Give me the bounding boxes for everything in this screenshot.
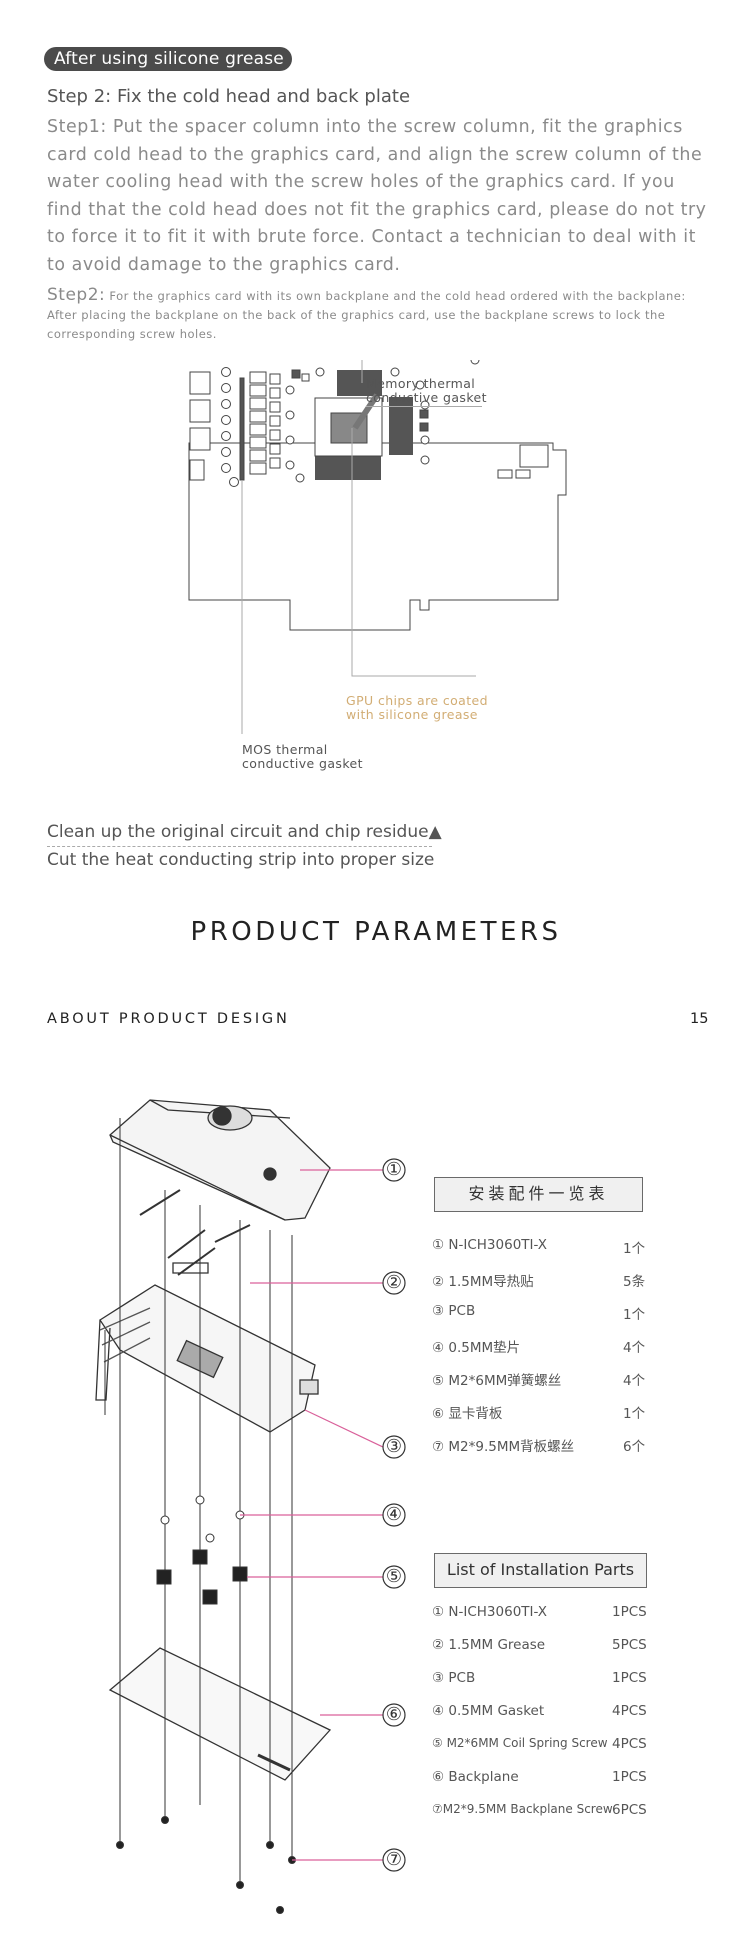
part-quantity: 1个	[623, 1307, 646, 1323]
clean-note: Clean up the original circuit and chip r…	[47, 822, 442, 842]
part-name: ⑤ M2*6MM弹簧螺丝	[432, 1373, 562, 1389]
part-quantity: 4个	[623, 1373, 646, 1389]
memory-gasket-label: Memory thermal conductive gasket	[366, 376, 487, 405]
memory-pad-bottom	[315, 456, 381, 480]
page-number: 15	[690, 1011, 709, 1027]
memory-label-underline	[366, 406, 482, 407]
part-name: ⑥ 显卡背板	[432, 1406, 503, 1422]
part-quantity: 1PCS	[612, 1604, 647, 1620]
cut-note: Cut the heat conducting strip into prope…	[47, 850, 435, 870]
part-quantity: 1PCS	[612, 1670, 647, 1686]
dashed-divider	[47, 846, 432, 847]
part-quantity: 6个	[623, 1439, 646, 1455]
step1-paragraph: Step1: Put the spacer column into the sc…	[47, 117, 707, 275]
part-name: ② 1.5MM导热贴	[432, 1274, 534, 1290]
callout-6-marker	[382, 1703, 406, 1727]
callout-1: ①	[385, 1159, 403, 1180]
part-name: ③ PCB	[432, 1303, 476, 1319]
part-quantity: 5条	[623, 1274, 646, 1290]
backplane	[108, 1647, 332, 1781]
step2-text: For the graphics card with its own backp…	[47, 289, 686, 341]
part-name: ⑦M2*9.5MM Backplane Screw	[432, 1802, 613, 1816]
callout-4-marker	[382, 1503, 406, 1527]
section-title: PRODUCT PARAMETERS	[190, 917, 562, 947]
part-name: ③ PCB	[432, 1670, 476, 1686]
part-quantity: 5PCS	[612, 1637, 647, 1653]
part-quantity: 1个	[623, 1406, 646, 1422]
callout-5-marker	[382, 1565, 406, 1589]
part-quantity: 4个	[623, 1340, 646, 1356]
parts-list-en-title: List of Installation Parts	[434, 1553, 647, 1588]
part-name: ① N-ICH3060TI-X	[432, 1604, 547, 1620]
part-name: ⑦ M2*9.5MM背板螺丝	[432, 1439, 575, 1455]
step2-paragraph: Step2: For the graphics card with its ow…	[47, 286, 712, 344]
callout-4: ④	[385, 1504, 403, 1525]
part-quantity: 4PCS	[612, 1703, 647, 1719]
callout-3-marker	[382, 1435, 406, 1459]
mos-gasket-label: MOS thermal conductive gasket	[242, 742, 363, 771]
section-pill: After using silicone grease	[44, 47, 292, 71]
parts-list-cn-title: 安装配件一览表	[434, 1177, 643, 1212]
grease-tube	[352, 393, 380, 430]
step2-title: Step 2: Fix the cold head and back plate	[47, 86, 411, 107]
part-name: ① N-ICH3060TI-X	[432, 1237, 547, 1253]
callout-2: ②	[385, 1272, 403, 1293]
callout-2-marker	[382, 1271, 406, 1295]
callout-6: ⑥	[385, 1704, 403, 1725]
callout-3: ③	[385, 1436, 403, 1457]
memory-leader	[361, 360, 363, 383]
callout-7: ⑦	[385, 1849, 403, 1870]
gpu-grease-label: GPU chips are coated with silicone greas…	[346, 693, 488, 722]
part-name: ② 1.5MM Grease	[432, 1637, 546, 1653]
callout-5: ⑤	[385, 1566, 403, 1587]
part-quantity: 4PCS	[612, 1736, 647, 1752]
part-quantity: 1个	[623, 1241, 646, 1257]
about-heading: ABOUT PRODUCT DESIGN	[47, 1011, 290, 1027]
gpu-leader	[351, 428, 476, 677]
callout-1-marker	[382, 1158, 406, 1182]
part-name: ⑥ Backplane	[432, 1769, 519, 1785]
part-name: ⑤ M2*6MM Coil Spring Screw	[432, 1736, 608, 1750]
part-name: ④ 0.5MM Gasket	[432, 1703, 545, 1719]
part-quantity: 1PCS	[612, 1769, 647, 1785]
callout-7-marker	[382, 1848, 406, 1872]
memory-pad-top	[337, 370, 382, 396]
step2-label: Step2:	[47, 285, 106, 305]
part-quantity: 6PCS	[612, 1802, 647, 1818]
exploded-assembly-diagram	[95, 1099, 406, 1914]
part-name: ④ 0.5MM垫片	[432, 1340, 521, 1356]
cold-head	[109, 1099, 331, 1221]
